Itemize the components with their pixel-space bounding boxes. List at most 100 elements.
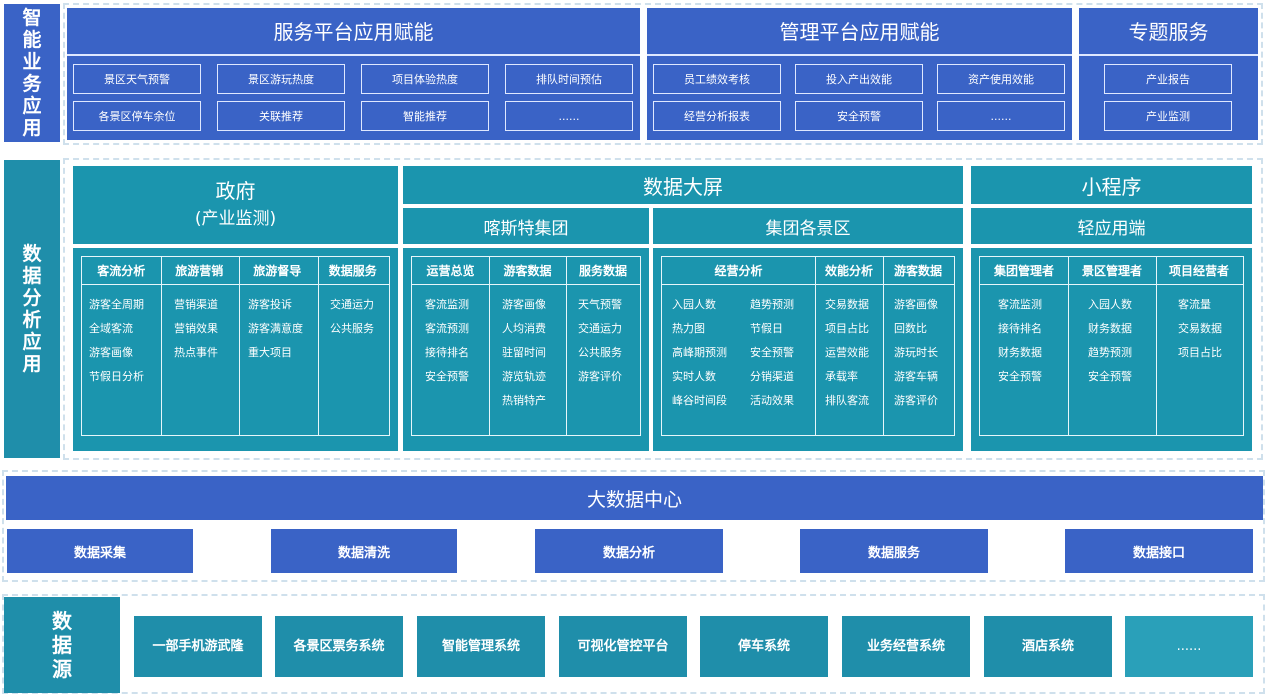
mini-program-title: 小程序: [971, 166, 1252, 204]
col-header: 数据服务: [328, 264, 377, 278]
kashgar-title: 喀斯特集团: [403, 208, 649, 244]
source-business: 业务经营系统: [842, 616, 970, 677]
col-divider: [1156, 257, 1157, 435]
divider: [1079, 54, 1258, 56]
list-item: 活动效果: [750, 394, 794, 407]
list-item: 交易数据: [825, 298, 869, 311]
smart-apps-frame: [63, 3, 1263, 145]
pill-safety-warning: 安全预警: [795, 101, 923, 131]
col-header: 经营分析: [714, 264, 763, 278]
col-divider: [566, 257, 567, 435]
pill-industry-monitor: 产业监测: [1104, 101, 1232, 131]
pill-smart-recommend: 智能推荐: [361, 101, 489, 131]
source-parking: 停车系统: [700, 616, 828, 677]
management-platform-panel: 管理平台应用赋能 员工绩效考核 投入产出效能 资产使用效能 经营分析报表 安全预…: [647, 8, 1072, 140]
pill-project-heat: 项目体验热度: [361, 64, 489, 94]
mini-program-panel: 集团管理者 景区管理者 项目经营者 客流监测 接待排名 财务数据 安全预警 入园…: [971, 248, 1252, 451]
scenic-table: 经营分析 效能分析 游客数据 入园人数 热力图 高峰期预测 实时人数 峰谷时间段…: [661, 256, 955, 436]
list-item: 营销效果: [174, 322, 218, 335]
list-item: 接待排名: [425, 346, 469, 359]
service-platform-title: 服务平台应用赋能: [273, 19, 434, 44]
list-item: 财务数据: [998, 346, 1042, 359]
mini-program-subtitle: 轻应用端: [971, 208, 1252, 244]
government-panel: 客流分析 旅游营销 旅游督导 数据服务 游客全周期 全域客流 游客画像 节假日分…: [73, 248, 398, 451]
big-screen-title: 数据大屏: [403, 166, 963, 204]
list-item: 热销特产: [502, 394, 546, 407]
list-item: 项目占比: [1178, 346, 1222, 359]
list-item: 安全预警: [998, 370, 1042, 383]
list-item: 入园人数: [1088, 298, 1132, 311]
source-visual-control: 可视化管控平台: [559, 616, 687, 677]
list-item: 游客全周期: [89, 298, 144, 311]
col-header: 服务数据: [578, 264, 627, 278]
source-hotel: 酒店系统: [984, 616, 1112, 677]
pill-more: ......: [505, 101, 633, 131]
list-item: 峰谷时间段: [672, 394, 727, 407]
divider: [67, 54, 640, 56]
list-item: 排队客流: [825, 394, 869, 407]
list-item: 客流监测: [998, 298, 1042, 311]
government-subtitle: (产业监测): [194, 209, 277, 229]
scenic-title: 集团各景区: [653, 208, 963, 244]
col-header: 景区管理者: [1081, 264, 1142, 278]
smart-apps-label: 智 能 业 务 应 用: [4, 4, 60, 142]
list-item: 游客评价: [578, 370, 622, 383]
management-platform-title: 管理平台应用赋能: [779, 19, 940, 44]
list-item: 节假日: [750, 322, 783, 335]
data-service-box: 数据服务: [800, 529, 988, 573]
mini-program-table: 集团管理者 景区管理者 项目经营者 客流监测 接待排名 财务数据 安全预警 入园…: [979, 256, 1244, 436]
list-item: 游玩时长: [894, 346, 938, 359]
list-item: 热点事件: [174, 346, 218, 359]
list-item: 分销渠道: [750, 370, 794, 383]
government-table: 客流分析 旅游营销 旅游督导 数据服务 游客全周期 全域客流 游客画像 节假日分…: [81, 256, 390, 436]
list-item: 财务数据: [1088, 322, 1132, 335]
pill-industry-report: 产业报告: [1104, 64, 1232, 94]
data-source-label: 数 据 源: [4, 597, 120, 693]
list-item: 承载率: [825, 370, 858, 383]
list-item: 安全预警: [1088, 370, 1132, 383]
col-header: 游客数据: [503, 264, 552, 278]
kashgar-table-header: 运营总览 游客数据 服务数据: [412, 257, 640, 285]
data-clean-box: 数据清洗: [271, 529, 457, 573]
special-services-panel: 专题服务 产业报告 产业监测: [1079, 8, 1258, 140]
list-item: 游客投诉: [248, 298, 292, 311]
data-collect-box: 数据采集: [7, 529, 193, 573]
list-item: 游客画像: [89, 346, 133, 359]
pill-related-recommend: 关联推荐: [217, 101, 345, 131]
list-item: 接待排名: [998, 322, 1042, 335]
col-divider: [318, 257, 319, 435]
col-header: 项目经营者: [1168, 264, 1229, 278]
list-item: 回数比: [894, 322, 927, 335]
col-header: 效能分析: [824, 264, 873, 278]
list-item: 游客画像: [502, 298, 546, 311]
data-analysis-box: 数据分析: [535, 529, 723, 573]
source-ticketing: 各景区票务系统: [275, 616, 403, 677]
big-data-frame: [2, 470, 1265, 582]
col-header: 旅游营销: [175, 264, 224, 278]
data-analysis-frame: [63, 158, 1263, 460]
source-mobile-app: 一部手机游武隆: [134, 616, 262, 677]
list-item: 运营效能: [825, 346, 869, 359]
list-item: 趋势预测: [1088, 346, 1132, 359]
list-item: 营销渠道: [174, 298, 218, 311]
list-item: 交易数据: [1178, 322, 1222, 335]
scenic-panel: 经营分析 效能分析 游客数据 入园人数 热力图 高峰期预测 实时人数 峰谷时间段…: [653, 248, 963, 451]
scenic-table-header: 经营分析 效能分析 游客数据: [662, 257, 954, 285]
pill-play-heat: 景区游玩热度: [217, 64, 345, 94]
list-item: 游客评价: [894, 394, 938, 407]
source-more: ......: [1125, 616, 1253, 677]
list-item: 高峰期预测: [672, 346, 727, 359]
list-item: 驻留时间: [502, 346, 546, 359]
divider: [647, 54, 1072, 56]
col-divider: [239, 257, 240, 435]
list-item: 游客车辆: [894, 370, 938, 383]
government-title-box: 政府 (产业监测): [73, 166, 398, 244]
list-item: 游览轨迹: [502, 370, 546, 383]
list-item: 重大项目: [248, 346, 292, 359]
data-interface-box: 数据接口: [1065, 529, 1253, 573]
list-item: 客流量: [1178, 298, 1211, 311]
list-item: 天气预警: [578, 298, 622, 311]
col-header: 客流分析: [97, 264, 146, 278]
col-divider: [1068, 257, 1069, 435]
list-item: 公共服务: [578, 346, 622, 359]
